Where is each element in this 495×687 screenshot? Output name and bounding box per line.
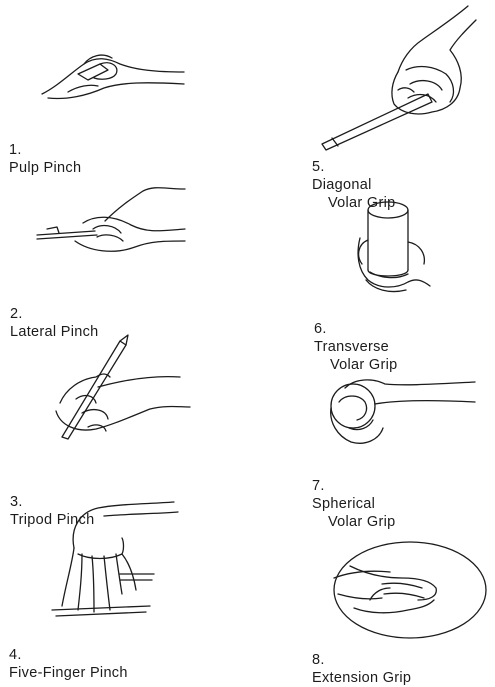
grip-types-diagram: 1. Pulp Pinch 2. Lateral Pinch: [0, 0, 495, 663]
pulp-pinch-illustration: [38, 42, 188, 112]
extension-grip-illustration: [330, 538, 490, 643]
grip-label-1: 1. Pulp Pinch: [9, 123, 81, 177]
tripod-pinch-illustration: [40, 333, 190, 443]
spherical-volar-grip-illustration: [325, 372, 480, 462]
grip-label-7: 7. Spherical Volar Grip: [312, 459, 395, 549]
five-finger-pinch-illustration: [50, 498, 200, 618]
grip-label-8: 8. Extension Grip: [312, 633, 411, 687]
transverse-volar-grip-illustration: [350, 198, 440, 303]
lateral-pinch-illustration: [35, 185, 190, 275]
diagonal-volar-grip-illustration: [318, 4, 478, 149]
grip-label-4: 4. Five-Finger Pinch: [9, 628, 128, 682]
